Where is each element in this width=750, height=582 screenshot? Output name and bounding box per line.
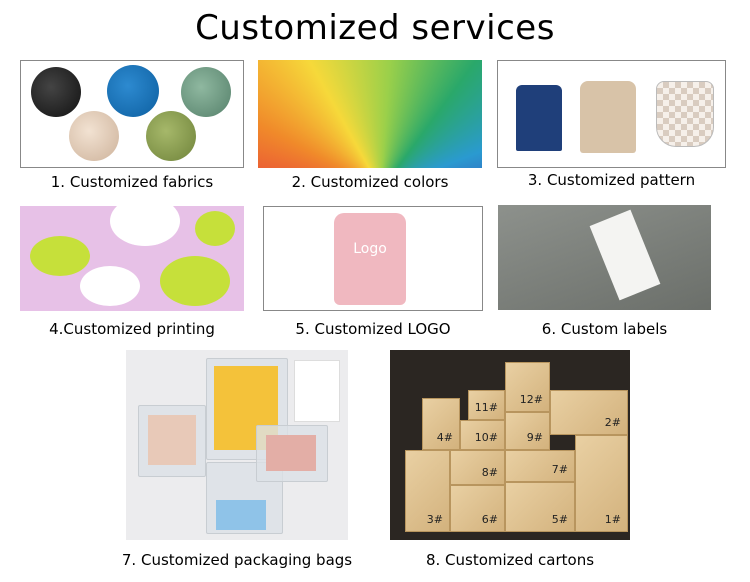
carton-number: 9# <box>526 431 543 444</box>
cartons-image: 1# 2# 3# 4# 5# 6# 7# 8# 9# 10# 11# 12# <box>390 350 630 540</box>
carton-box: 7# <box>505 450 575 482</box>
caption-colors: 2. Customized colors <box>291 173 449 191</box>
carton-number: 5# <box>551 513 568 526</box>
carton-number: 8# <box>481 466 498 479</box>
carton-number: 6# <box>481 513 498 526</box>
page-title: Customized services <box>195 8 555 48</box>
caption-fabrics: 1. Customized fabrics <box>50 173 214 191</box>
color-swatches-image <box>258 60 482 168</box>
carton-box: 11# <box>468 390 505 420</box>
logo-text: Logo <box>353 241 387 257</box>
packaging-bags-image <box>126 350 348 540</box>
carton-box: 9# <box>505 412 550 450</box>
carton-box: 8# <box>450 450 505 485</box>
carton-number: 1# <box>604 513 621 526</box>
carton-box: 4# <box>422 398 460 450</box>
carton-number: 11# <box>474 401 498 414</box>
pattern-image <box>497 60 726 168</box>
carton-box: 6# <box>450 485 505 532</box>
carton-box: 3# <box>405 450 450 532</box>
caption-packaging: 7. Customized packaging bags <box>121 551 353 569</box>
labels-image <box>498 205 711 310</box>
carton-number: 12# <box>519 393 543 406</box>
caption-labels: 6. Custom labels <box>541 320 668 338</box>
fabrics-image <box>20 60 244 168</box>
logo-romper-image: Logo <box>263 206 483 311</box>
printing-image <box>20 206 244 311</box>
carton-number: 4# <box>436 431 453 444</box>
caption-printing: 4.Customized printing <box>49 320 215 338</box>
carton-number: 10# <box>474 431 498 444</box>
carton-number: 2# <box>604 416 621 429</box>
carton-box: 5# <box>505 482 575 532</box>
caption-cartons: 8. Customized cartons <box>425 551 595 569</box>
caption-logo: 5. Customized LOGO <box>295 320 451 338</box>
carton-number: 3# <box>426 513 443 526</box>
carton-box: 12# <box>505 362 550 412</box>
carton-box: 2# <box>550 390 628 435</box>
carton-box: 1# <box>575 435 628 532</box>
carton-number: 7# <box>551 463 568 476</box>
caption-pattern: 3. Customized pattern <box>527 171 696 189</box>
carton-box: 10# <box>460 420 505 450</box>
